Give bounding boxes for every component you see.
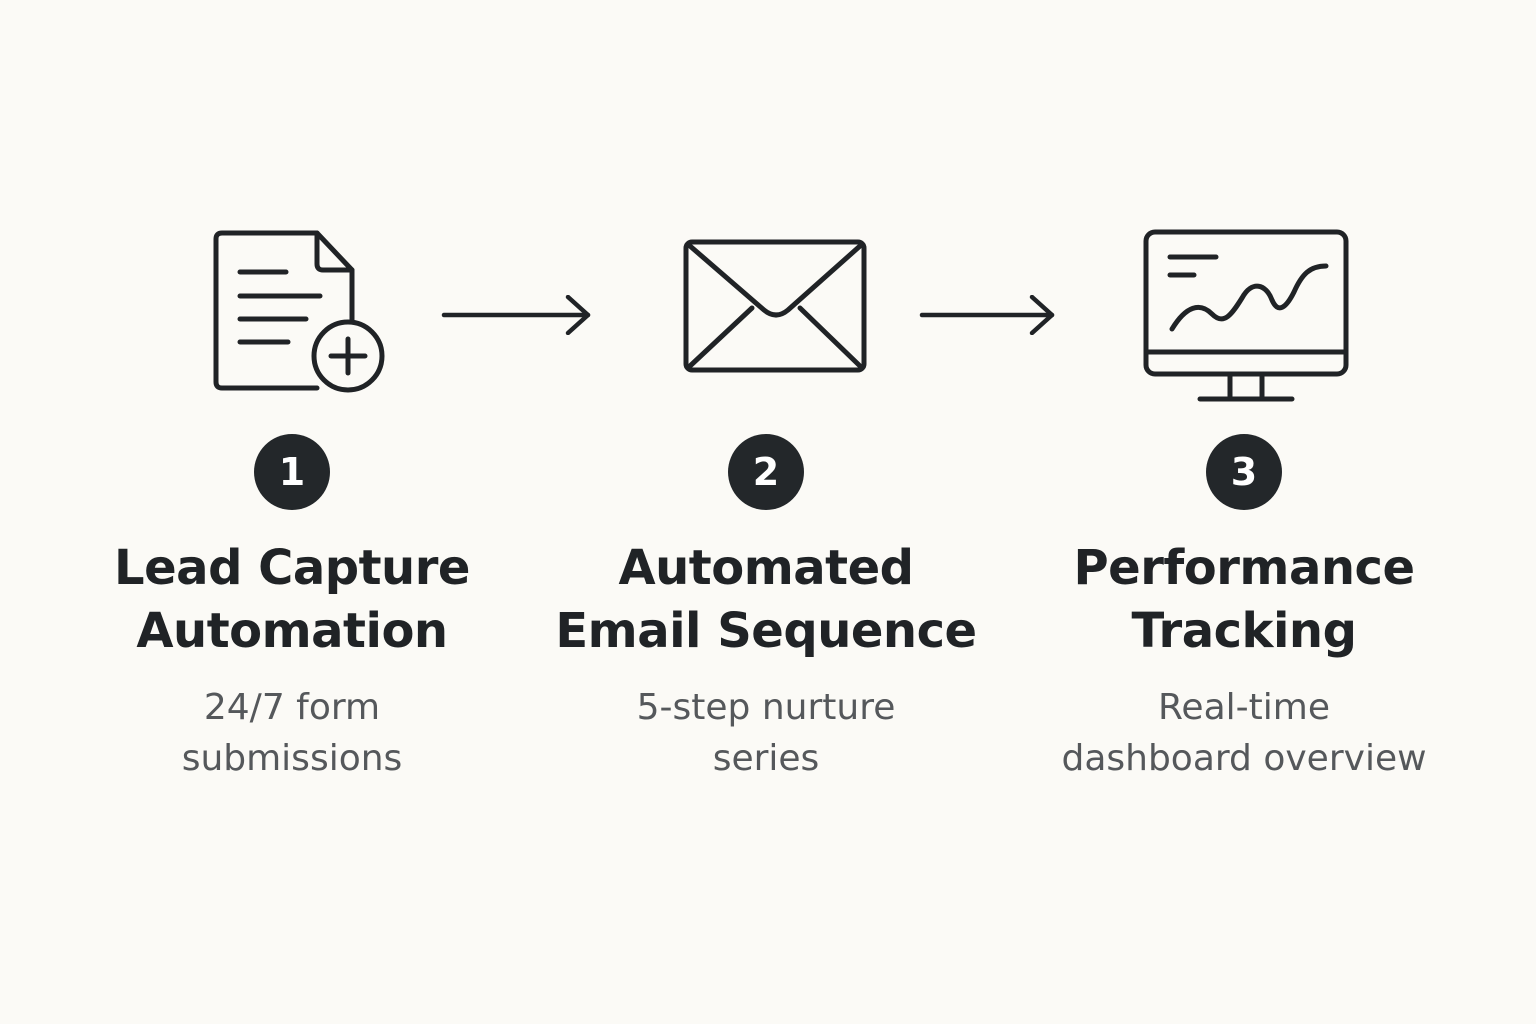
- envelope-icon: [656, 222, 876, 412]
- step-email-sequence: 2 Automated Email Sequence 5-step nurtur…: [546, 0, 986, 1024]
- step-performance-tracking: 3 Performance Tracking Real-time dashboa…: [1024, 0, 1464, 1024]
- step-title-line: Performance: [1073, 540, 1415, 596]
- step-title: Automated Email Sequence: [546, 537, 986, 663]
- step-description: Real-time dashboard overview: [1024, 682, 1464, 784]
- step-number-badge: 1: [254, 434, 330, 510]
- step-description-line: 5-step nurture: [636, 687, 896, 728]
- step-title-line: Tracking: [1131, 603, 1357, 659]
- step-description: 24/7 form submissions: [72, 682, 512, 784]
- step-description-line: Real-time: [1158, 687, 1330, 728]
- step-number-badge: 3: [1206, 434, 1282, 510]
- step-title-line: Automated: [618, 540, 914, 596]
- step-title: Performance Tracking: [1024, 537, 1464, 663]
- step-description-line: submissions: [181, 738, 403, 779]
- step-title-line: Lead Capture: [114, 540, 470, 596]
- arrow-right-icon: [438, 295, 598, 335]
- document-plus-icon: [182, 222, 402, 412]
- step-title: Lead Capture Automation: [72, 537, 512, 663]
- arrow-right-icon: [916, 295, 1076, 335]
- step-title-line: Automation: [136, 603, 448, 659]
- step-description-line: 24/7 form: [203, 687, 381, 728]
- step-description-line: series: [712, 738, 820, 779]
- monitor-chart-icon: [1134, 222, 1354, 412]
- step-number-badge: 2: [728, 434, 804, 510]
- step-title-line: Email Sequence: [555, 603, 977, 659]
- step-description: 5-step nurture series: [546, 682, 986, 784]
- step-lead-capture: 1 Lead Capture Automation 24/7 form subm…: [72, 0, 512, 1024]
- step-description-line: dashboard overview: [1061, 738, 1427, 779]
